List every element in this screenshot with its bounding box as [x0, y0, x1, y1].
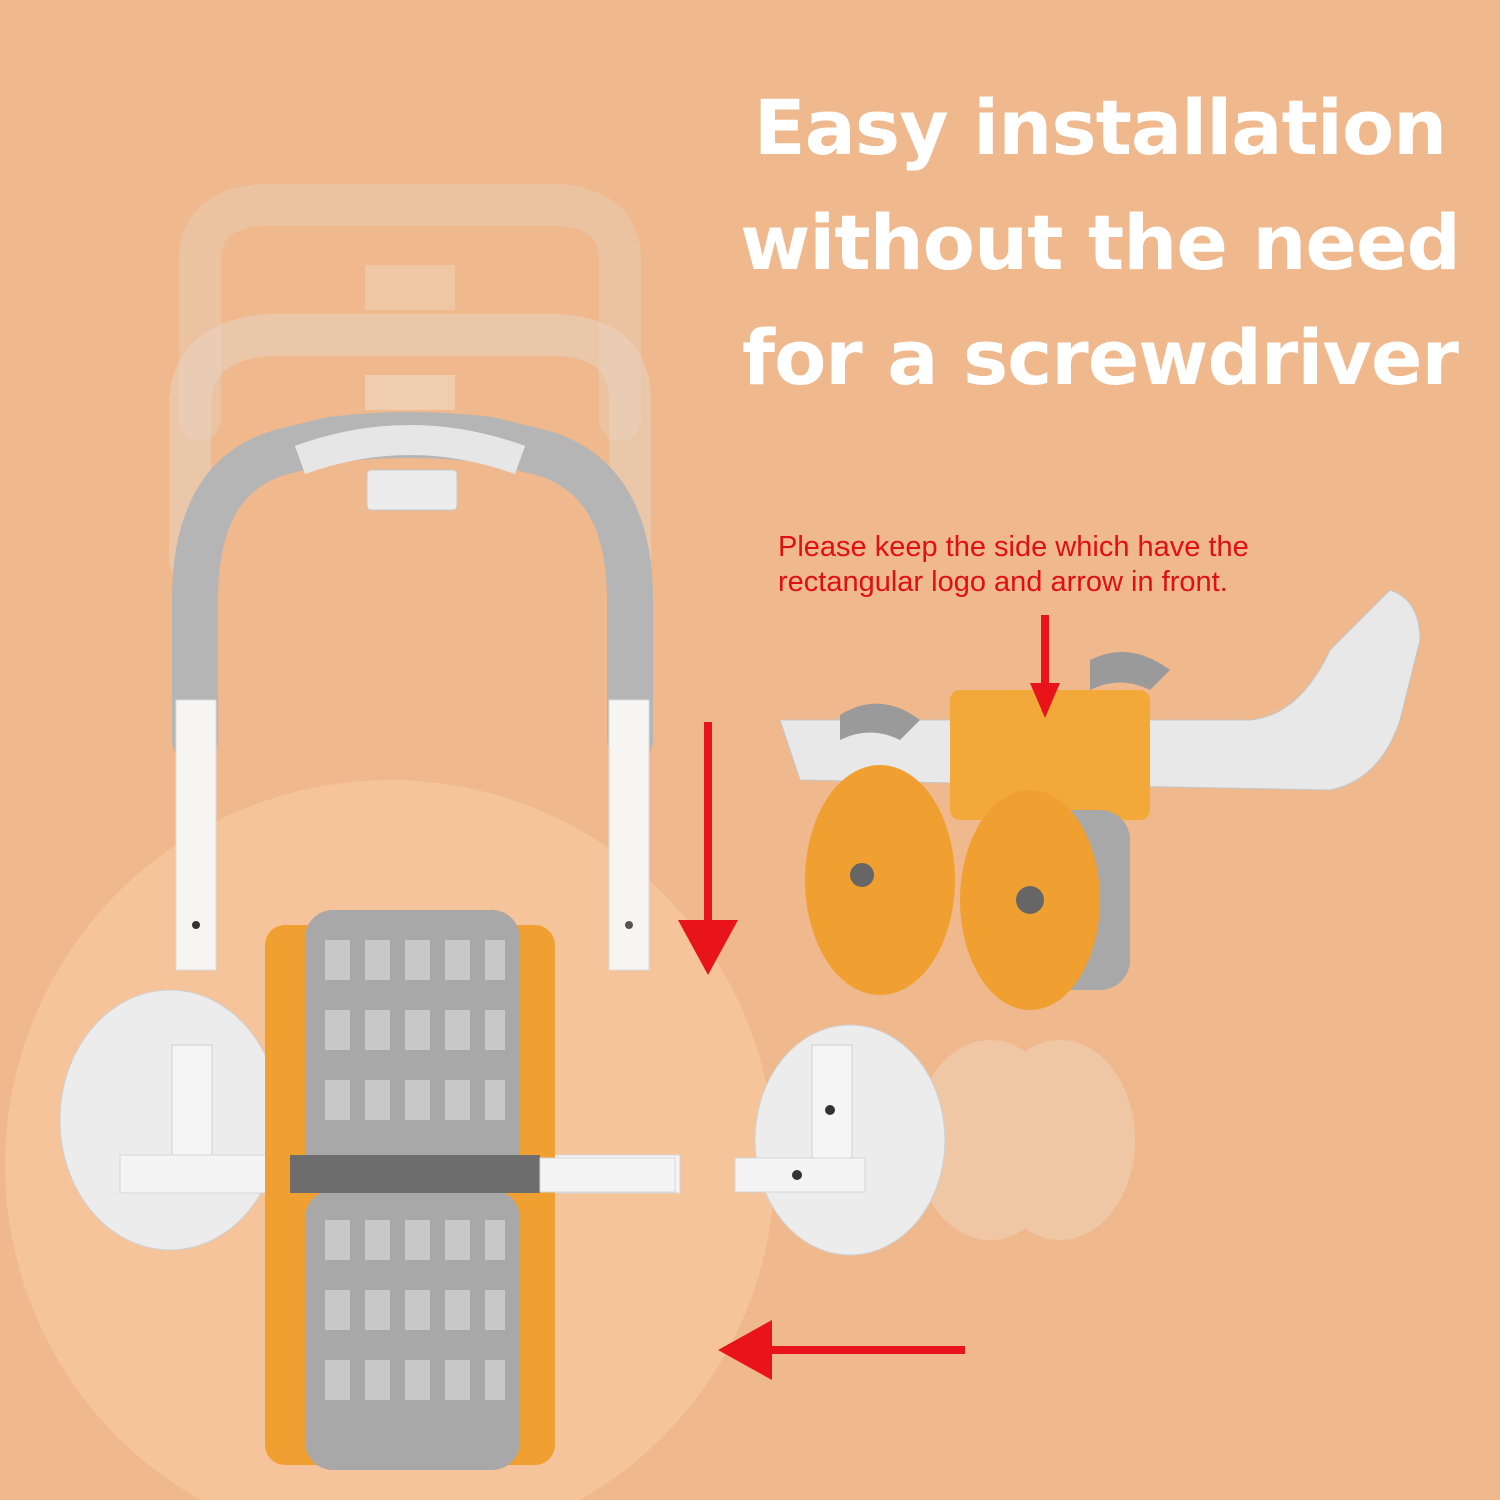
- headline-line-3: for a screwdriver: [742, 313, 1459, 402]
- ghost-handle-top: [179, 184, 641, 441]
- wheel-assembly: [265, 910, 676, 1470]
- down-arrow-shaft: [704, 722, 712, 922]
- handle: [172, 412, 653, 971]
- down-arrow-head: [678, 920, 738, 975]
- left-arrow-head: [718, 1320, 772, 1380]
- note-line-2: rectangular logo and arrow in front.: [778, 566, 1228, 598]
- right-base-plate: [734, 1024, 946, 1256]
- note-line-1: Please keep the side which have the: [778, 531, 1249, 563]
- ghost-base-plates: [915, 1040, 1135, 1240]
- headline-line-1: Easy installation: [753, 83, 1448, 172]
- headline-line-2: without the need: [740, 198, 1461, 287]
- assembled-product: [779, 589, 1421, 1010]
- ghost-handle-middle: [169, 314, 651, 581]
- orientation-note: Please keep the side which have the rect…: [778, 530, 1249, 600]
- left-arrow-shaft: [770, 1346, 965, 1354]
- headline: Easy installation without the need for a…: [740, 70, 1461, 415]
- logo-arrow-head: [1030, 683, 1060, 718]
- red-arrows: [678, 615, 1060, 1380]
- logo-arrow-shaft: [1041, 615, 1049, 685]
